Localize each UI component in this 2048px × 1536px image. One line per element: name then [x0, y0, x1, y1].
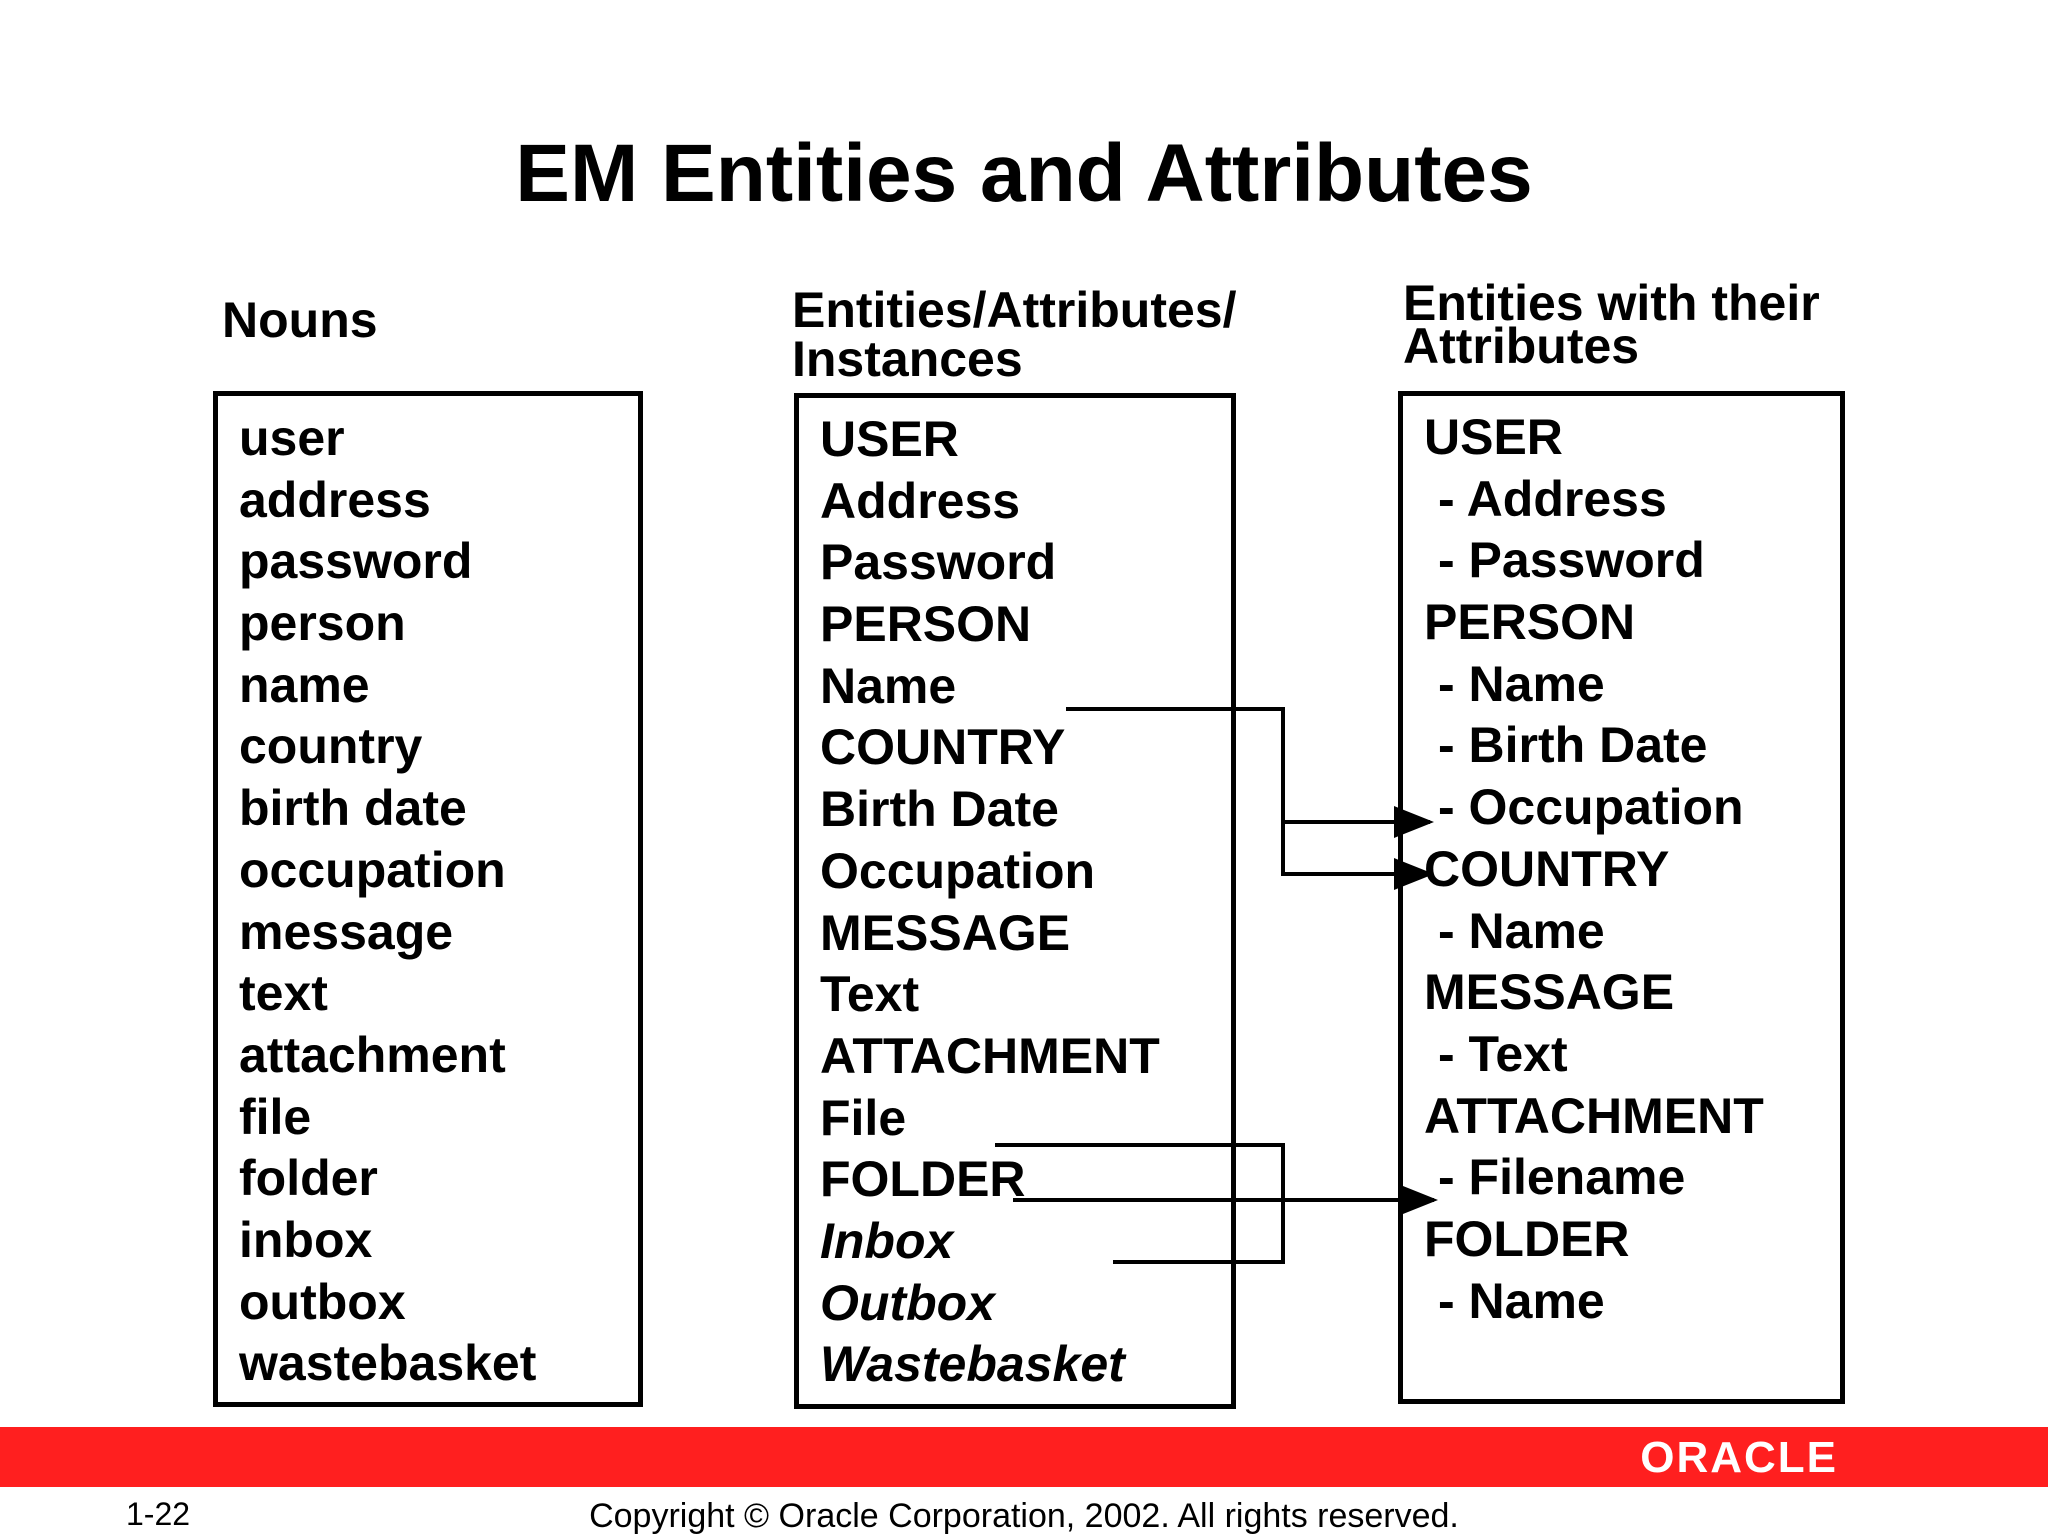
- list-item: COUNTRY: [820, 719, 1066, 776]
- list-item: occupation: [239, 841, 506, 898]
- heading-line: Entities/Attributes/: [792, 282, 1237, 338]
- nouns-box: [213, 391, 643, 1407]
- list-item: - Password: [1438, 532, 1705, 589]
- list-item: PERSON: [820, 596, 1032, 653]
- list-item: Inbox: [820, 1212, 954, 1269]
- entities-with-attributes-box: [1398, 391, 1845, 1404]
- list-item: person: [239, 595, 406, 652]
- heading-entities-attributes-instances: Entities/Attributes/ Instances: [792, 282, 1237, 387]
- list-item: - Name: [1438, 902, 1605, 959]
- list-item: - Occupation: [1438, 779, 1744, 836]
- connector-name-arrow: [1066, 707, 1434, 890]
- list-item: Text: [820, 966, 920, 1023]
- list-item: folder: [239, 1150, 378, 1207]
- list-item: Outbox: [820, 1274, 995, 1331]
- list-item: MESSAGE: [820, 904, 1071, 961]
- list-item: text: [239, 965, 328, 1022]
- list-item: MESSAGE: [1424, 964, 1675, 1021]
- heading-line: Instances: [792, 331, 1023, 387]
- list-item: USER: [1424, 409, 1563, 465]
- list-item: - Filename: [1438, 1149, 1686, 1206]
- heading-line: Nouns: [222, 292, 378, 348]
- list-item: Name: [820, 657, 957, 714]
- list-item: COUNTRY: [1424, 840, 1670, 897]
- list-item: PERSON: [1424, 594, 1636, 651]
- list-item: Occupation: [820, 842, 1096, 899]
- list-item: - Name: [1438, 655, 1605, 712]
- list-item: ATTACHMENT: [820, 1027, 1160, 1084]
- list-item: address: [239, 471, 431, 528]
- list-item: File: [820, 1089, 907, 1146]
- list-item: message: [239, 903, 454, 960]
- list-item: USER: [820, 411, 959, 467]
- heading-entities-with-attributes: Entities with their Attributes: [1403, 275, 1820, 374]
- list-item: name: [239, 656, 370, 713]
- list-item: country: [239, 718, 423, 775]
- list-item: outbox: [239, 1273, 406, 1330]
- copyright-text: Copyright © Oracle Corporation, 2002. Al…: [589, 1497, 1459, 1535]
- list-item: file: [239, 1088, 312, 1145]
- list-item: - Address: [1438, 470, 1667, 527]
- list-item: ATTACHMENT: [1424, 1087, 1764, 1144]
- list-item: birth date: [239, 780, 467, 837]
- list-item: user: [239, 410, 345, 466]
- page-number: 1-22: [126, 1496, 191, 1532]
- heading-line: Entities with their: [1403, 275, 1820, 331]
- list-item: password: [239, 533, 473, 590]
- connector-file-line: [995, 1143, 1285, 1264]
- list-item: wastebasket: [239, 1335, 537, 1392]
- list-item: FOLDER: [1424, 1210, 1630, 1267]
- list-item: Password: [820, 534, 1057, 591]
- footer-bar: [0, 1427, 2048, 1487]
- list-item: - Name: [1438, 1272, 1605, 1329]
- heading-nouns: Nouns: [222, 292, 378, 348]
- entities-attributes-instances-box: [794, 393, 1236, 1409]
- list-item: inbox: [239, 1211, 373, 1268]
- list-item: FOLDER: [820, 1151, 1026, 1208]
- oracle-logo: ORACLE: [1640, 1433, 1838, 1482]
- list-item: Wastebasket: [820, 1336, 1125, 1393]
- list-item: attachment: [239, 1026, 506, 1083]
- list-item: Address: [820, 472, 1021, 529]
- list-item: - Text: [1438, 1025, 1568, 1082]
- heading-line: Attributes: [1403, 318, 1640, 374]
- slide-title: EM Entities and Attributes: [515, 128, 1533, 219]
- list-item: Birth Date: [820, 781, 1059, 838]
- list-item: - Birth Date: [1438, 717, 1708, 774]
